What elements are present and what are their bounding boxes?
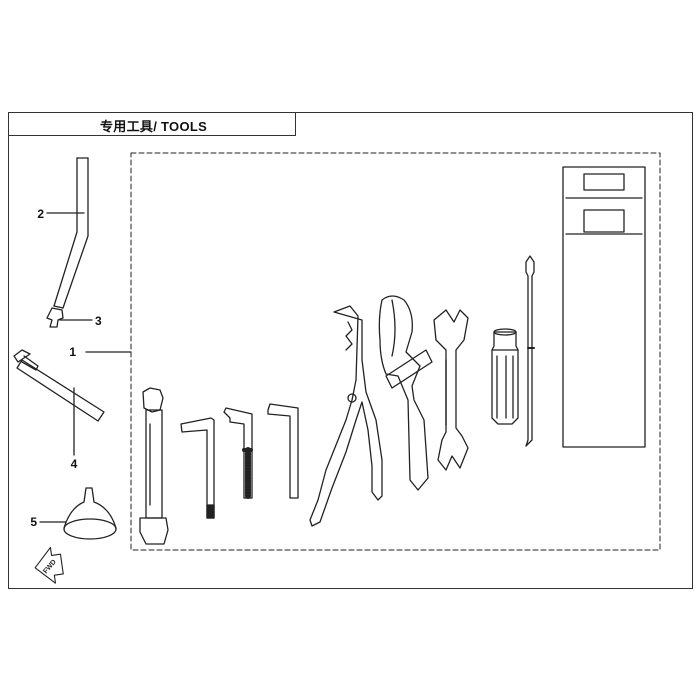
fwd-arrow-icon (34, 546, 64, 584)
hex-key-medium (223, 407, 254, 499)
callout-number-4: 4 (71, 457, 78, 471)
diagram-frame (8, 112, 693, 589)
hook-wrench (378, 295, 433, 491)
pliers (309, 305, 383, 527)
bent-tube (53, 157, 89, 309)
callout-number-5: 5 (30, 515, 37, 529)
screwdriver-handle (491, 328, 519, 425)
callout-number-2: 2 (37, 207, 44, 221)
nozzle-tip (46, 307, 64, 328)
clip-tube (13, 349, 105, 422)
page-title: 专用工具/ TOOLS (100, 119, 208, 134)
fwd-arrow-label: FWD (42, 559, 58, 576)
title-box (8, 112, 296, 136)
tool-bag (562, 166, 646, 448)
callout-number-1: 1 (69, 345, 76, 359)
hex-key-large (267, 403, 299, 499)
screwdriver-bit (525, 255, 535, 447)
tube-spanner (139, 387, 169, 545)
tool-kit-boundary (130, 152, 661, 551)
double-end-wrench (433, 309, 469, 471)
hex-key-small (180, 417, 215, 519)
callout-number-3: 3 (95, 314, 102, 328)
funnel (63, 487, 117, 540)
